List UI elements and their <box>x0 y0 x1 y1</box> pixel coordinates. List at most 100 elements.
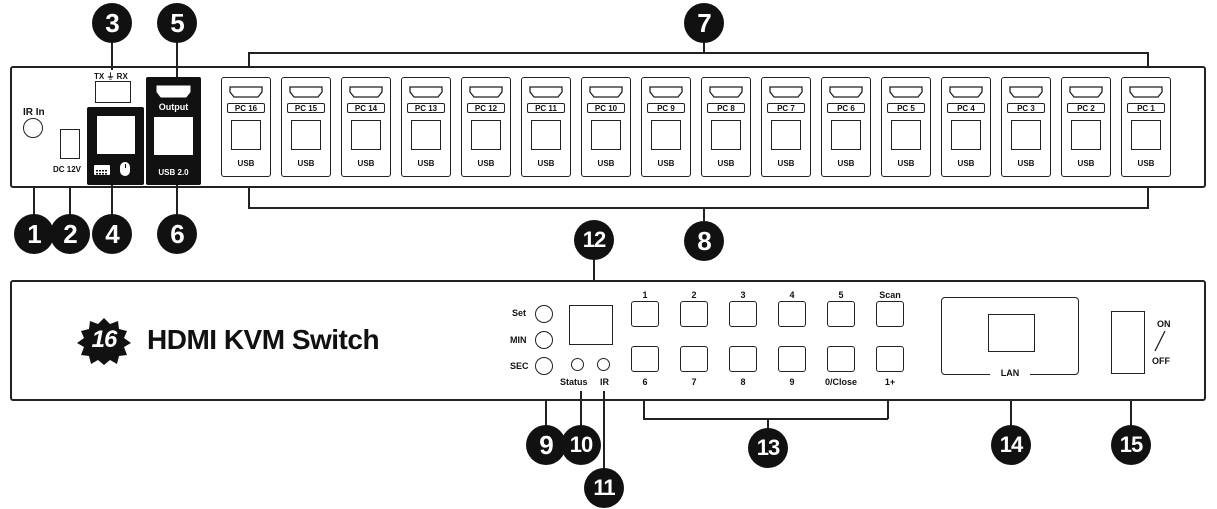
min-button[interactable] <box>535 331 553 349</box>
callout-11: 11 <box>584 468 624 508</box>
txrx-port <box>95 81 131 103</box>
hdmi-input-port <box>289 85 323 98</box>
dc-label: DC 12V <box>53 165 82 174</box>
port-button-label: 9 <box>789 377 795 387</box>
port-button-6[interactable] <box>631 346 659 372</box>
hdmi-input-port <box>829 85 863 98</box>
pc-label: PC 9 <box>647 103 685 113</box>
set-button[interactable] <box>535 305 553 323</box>
ir-in-jack <box>23 118 43 138</box>
port-button-label: Scan <box>879 290 901 300</box>
usb-input-port <box>351 120 381 150</box>
port-button-label: 7 <box>691 377 697 387</box>
usb-label: USB <box>297 159 315 168</box>
callout-7: 7 <box>684 3 724 43</box>
usb-input-port <box>651 120 681 150</box>
pc-port-group: PC 10 USB <box>581 77 631 177</box>
switch-divider <box>1153 330 1167 352</box>
callout-6: 6 <box>157 214 197 254</box>
port-button-label: 5 <box>838 290 844 300</box>
hdmi-input-port <box>649 85 683 98</box>
port-button-label: 2 <box>691 290 697 300</box>
usb-input-port <box>1071 120 1101 150</box>
usb-label: USB <box>957 159 975 168</box>
hdmi-input-port <box>529 85 563 98</box>
usb-input-port <box>291 120 321 150</box>
callout-9: 9 <box>526 425 566 465</box>
pc-port-group: PC 5 USB <box>881 77 931 177</box>
port-button-3[interactable] <box>729 301 757 327</box>
usb-label: USB <box>777 159 795 168</box>
port-button-label: 0/Close <box>824 377 857 387</box>
port-button-4[interactable] <box>778 301 806 327</box>
port-button-7[interactable] <box>680 346 708 372</box>
usb20-label: USB 2.0 <box>158 168 189 177</box>
pc-label: PC 3 <box>1007 103 1045 113</box>
port-button-2[interactable] <box>680 301 708 327</box>
usb-label: USB <box>897 159 915 168</box>
hdmi-output-port <box>156 85 191 98</box>
ir-receiver <box>597 358 610 371</box>
hdmi-input-port <box>769 85 803 98</box>
logo-number: 16 <box>91 326 118 353</box>
pc-label: PC 14 <box>347 103 385 113</box>
port-button-scan[interactable] <box>876 301 904 327</box>
dc-power-jack <box>60 129 80 159</box>
port-button-label: 1 <box>642 290 648 300</box>
usb-label: USB <box>1077 159 1095 168</box>
pc-label: PC 11 <box>527 103 565 113</box>
hdmi-input-port <box>1129 85 1163 98</box>
port-button-1[interactable] <box>631 301 659 327</box>
port-button-8[interactable] <box>729 346 757 372</box>
hdmi-input-port <box>349 85 383 98</box>
keyboard-icon <box>94 165 110 177</box>
usb-input-port <box>411 120 441 150</box>
pc-label: PC 12 <box>467 103 505 113</box>
pc-label: PC 6 <box>827 103 865 113</box>
logo-gear-icon <box>75 316 133 366</box>
port-button-1-[interactable] <box>876 346 904 372</box>
pc-label: PC 5 <box>887 103 925 113</box>
usb-label: USB <box>537 159 555 168</box>
sec-button[interactable] <box>535 357 553 375</box>
ir-in-label: IR In <box>23 107 45 118</box>
pc-label: PC 10 <box>587 103 625 113</box>
port-button-0-close[interactable] <box>827 346 855 372</box>
hdmi-input-port <box>589 85 623 98</box>
callout-3: 3 <box>92 3 132 43</box>
power-switch[interactable] <box>1111 311 1145 374</box>
pc-label: PC 4 <box>947 103 985 113</box>
port-button-9[interactable] <box>778 346 806 372</box>
usb-input-port <box>231 120 261 150</box>
lan-label: LAN <box>990 368 1030 378</box>
output-label: Output <box>158 102 189 112</box>
off-label: OFF <box>1152 356 1170 366</box>
port-button-label: 4 <box>789 290 795 300</box>
usb-input-port <box>951 120 981 150</box>
port-button-5[interactable] <box>827 301 855 327</box>
callout-1: 1 <box>14 214 54 254</box>
usb-input-port <box>1011 120 1041 150</box>
usb-input-port <box>1131 120 1161 150</box>
pc-label: PC 1 <box>1127 103 1165 113</box>
port-button-label: 8 <box>740 377 746 387</box>
usb-label: USB <box>597 159 615 168</box>
output-usb-block: Output USB 2.0 <box>146 77 201 185</box>
lan-port[interactable] <box>988 314 1035 352</box>
set-label: Set <box>512 308 527 318</box>
callout-2: 2 <box>50 214 90 254</box>
hdmi-input-port <box>949 85 983 98</box>
callout-10: 10 <box>561 425 601 465</box>
usb-input-port <box>531 120 561 150</box>
mouse-icon <box>120 162 130 176</box>
min-label: MIN <box>510 335 527 345</box>
ir-label: IR <box>600 377 609 387</box>
